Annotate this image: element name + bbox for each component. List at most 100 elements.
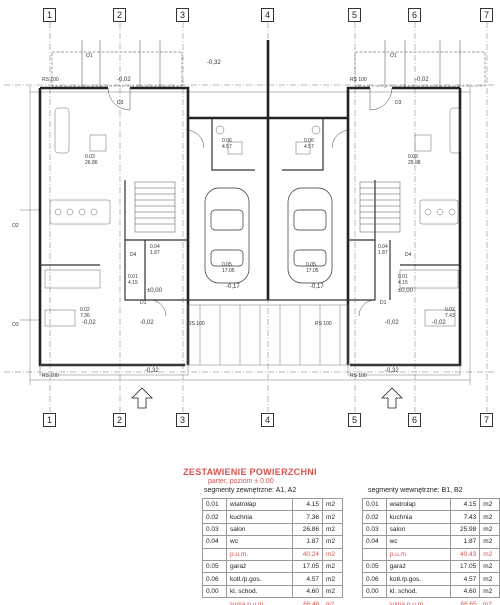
room-area: 17.05 [222, 268, 235, 274]
schedule-cell-area: 4.15 [449, 497, 481, 512]
schedule-cell-name: garaż [385, 559, 451, 574]
schedule-cell-name: salon [226, 522, 293, 537]
grid-label-top-4: 4 [261, 8, 274, 22]
level-label: -0,02 [385, 320, 399, 326]
window-tag: O3 [12, 322, 19, 328]
schedule-cell-number: 0.06 [202, 572, 227, 586]
room-number: 0.02 [80, 307, 90, 313]
schedule-cell-name: wiatrołap [226, 497, 293, 512]
room-area: 4.57 [304, 144, 314, 150]
schedule-cell-name: kuchnia [385, 510, 451, 524]
schedule-cell-unit: m2 [322, 584, 343, 599]
dimension-tag: RS 100 [42, 373, 59, 379]
grid-label-bottom-2: 2 [113, 413, 126, 427]
schedule-cell-number [363, 598, 387, 605]
schedule-cell-number: 0.02 [362, 510, 387, 524]
room-area: 25.98 [408, 160, 421, 166]
schedule-cell-name: wc [226, 535, 293, 549]
room-number: 0.03 [408, 154, 418, 160]
schedule-cell-area: 1.87 [449, 535, 481, 549]
schedule-cell-area: 40.24 [292, 547, 323, 561]
room-area: 17.05 [306, 268, 319, 274]
terraces [51, 40, 486, 88]
schedule-cell-unit: m2 [479, 584, 500, 599]
schedule-cell-area: 25.98 [449, 522, 481, 537]
room-number: 0.04 [378, 244, 388, 250]
schedule-cell-unit: m2 [479, 497, 500, 512]
schedule-cell-name: kuchnia [226, 510, 293, 524]
schedule-cell-unit: m2 [479, 547, 500, 561]
floor-plan-drawing [4, 22, 496, 412]
window-tag: O2 [12, 223, 19, 229]
schedule-cell-name: kotł./p.gos. [226, 572, 293, 586]
schedule-cell-area: 4.60 [449, 584, 481, 599]
level-label: -0,32 [145, 368, 159, 374]
schedule-cell-unit: m2 [322, 535, 343, 549]
room-area: 7.36 [80, 313, 90, 319]
level-label: -0,02 [415, 77, 429, 83]
door-swings [107, 87, 393, 317]
schedule-cell-name: suma p.u.m. [229, 600, 266, 605]
stairs [134, 181, 401, 233]
schedule-cell-name: p.u.m. [385, 547, 451, 561]
schedule-cell-unit: m2 [322, 522, 343, 537]
schedule-cell-area: 40.43 [449, 547, 481, 561]
room-number: 0.05 [222, 262, 232, 268]
schedule-cell-number: 0.05 [202, 559, 227, 574]
door-tag: D1 [380, 300, 387, 306]
room-number: 0.05 [306, 262, 316, 268]
schedule-cell-number: 0.01 [202, 497, 227, 512]
grid-label-top-2: 2 [113, 8, 126, 22]
schedule-cell-unit: m2 [322, 572, 343, 586]
schedule-cell-unit: m2 [322, 559, 343, 574]
schedule-cell-name: wiatrołap [385, 497, 451, 512]
schedule-cell-area: 17.05 [449, 559, 481, 574]
schedule-cell-number: 0.04 [362, 535, 387, 549]
window-tag: O1 [86, 53, 93, 59]
schedule-cell-unit: m2 [479, 535, 500, 549]
grid-label-bottom-5: 5 [348, 413, 361, 427]
schedule-cell-number: 0.03 [362, 522, 387, 537]
furniture [44, 107, 461, 327]
schedule-cell-number: 0.00 [202, 584, 227, 599]
grid-label-bottom-7: 7 [480, 413, 493, 427]
room-number: 0.06 [304, 138, 314, 144]
grid-label-bottom-1: 1 [43, 413, 56, 427]
dimension-tag: RS 100 [42, 77, 59, 83]
schedule-cell-name: wc [385, 535, 451, 549]
grid-label-bottom-3: 3 [176, 413, 189, 427]
grid-label-top-5: 5 [348, 8, 361, 22]
schedule-cell-area: 17.05 [292, 559, 323, 574]
schedule-cell-unit: m2 [322, 510, 343, 524]
schedule-cell-unit: m2 [479, 510, 500, 524]
schedule-cell-unit: m2 [479, 572, 500, 586]
room-area: 1.87 [150, 250, 160, 256]
dimension-tag: RS 100 [350, 77, 367, 83]
schedule-cell-number [362, 547, 387, 561]
schedule-right-header: segmenty wewnętrzne: B1, B2 [368, 487, 463, 494]
schedule-title: ZESTAWIENIE POWIERZCHNI [183, 467, 317, 477]
schedule-cell-name: p.u.m. [226, 547, 293, 561]
level-label: -0,02 [140, 320, 154, 326]
level-label: -0,02 [117, 77, 131, 83]
schedule-cell-area: 4.15 [292, 497, 323, 512]
grid-label-top-7: 7 [480, 8, 493, 22]
room-number: 0.02 [445, 307, 455, 313]
level-label: -0,32 [385, 368, 399, 374]
schedule-cell-number [202, 547, 227, 561]
schedule-cell-area: 7.43 [449, 510, 481, 524]
schedule-subtitle: parter, poziom ± 0.00 [208, 478, 274, 485]
